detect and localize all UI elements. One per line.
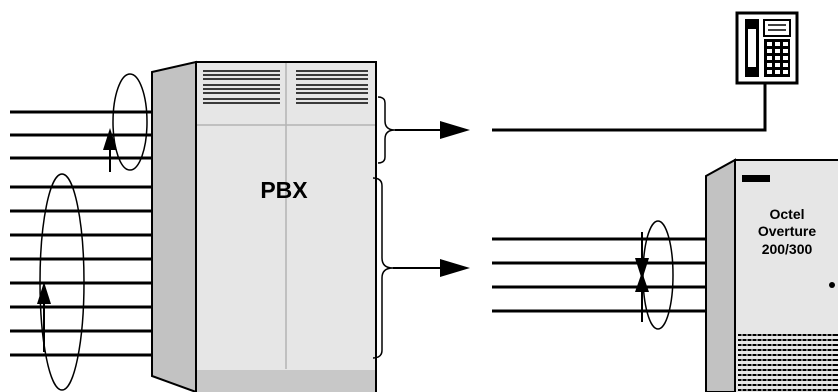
loop-icon (642, 220, 674, 330)
pbx-label: PBX (260, 177, 308, 203)
loop-icon (39, 173, 85, 391)
pbx-vent-right (296, 70, 368, 104)
arrow-right-icon (395, 121, 470, 139)
pbx-vent-left (203, 70, 280, 104)
pbx-cabinet-base (197, 370, 375, 392)
voicemail-vent (738, 334, 838, 391)
voicemail-label-line3: 200/300 (762, 241, 813, 257)
arrow-up-icon (37, 282, 51, 352)
arrow-down-icon (635, 232, 649, 280)
voicemail-port-lines (492, 237, 708, 313)
telephone-icon (735, 11, 799, 85)
loop-icon (112, 73, 148, 171)
arrow-right-icon (393, 259, 470, 277)
pbx-cabinet-side (151, 60, 197, 392)
pbx-cabinet: PBX (151, 60, 377, 392)
voicemail-indicator-dot (829, 282, 835, 288)
arrow-up-icon (103, 128, 117, 172)
voicemail-vent-ticks (741, 334, 833, 392)
arrow-up-icon (635, 272, 649, 322)
voicemail-cabinet-side (705, 158, 736, 392)
voicemail-cabinet: Octel Overture 200/300 (705, 158, 838, 392)
voicemail-label-line1: Octel (769, 206, 804, 222)
telephone-line (492, 83, 767, 132)
brace-icon (377, 96, 396, 164)
pbx-trunk-lines (10, 110, 152, 357)
voicemail-label-line2: Overture (758, 223, 817, 239)
voicemail-status-light (742, 175, 770, 182)
